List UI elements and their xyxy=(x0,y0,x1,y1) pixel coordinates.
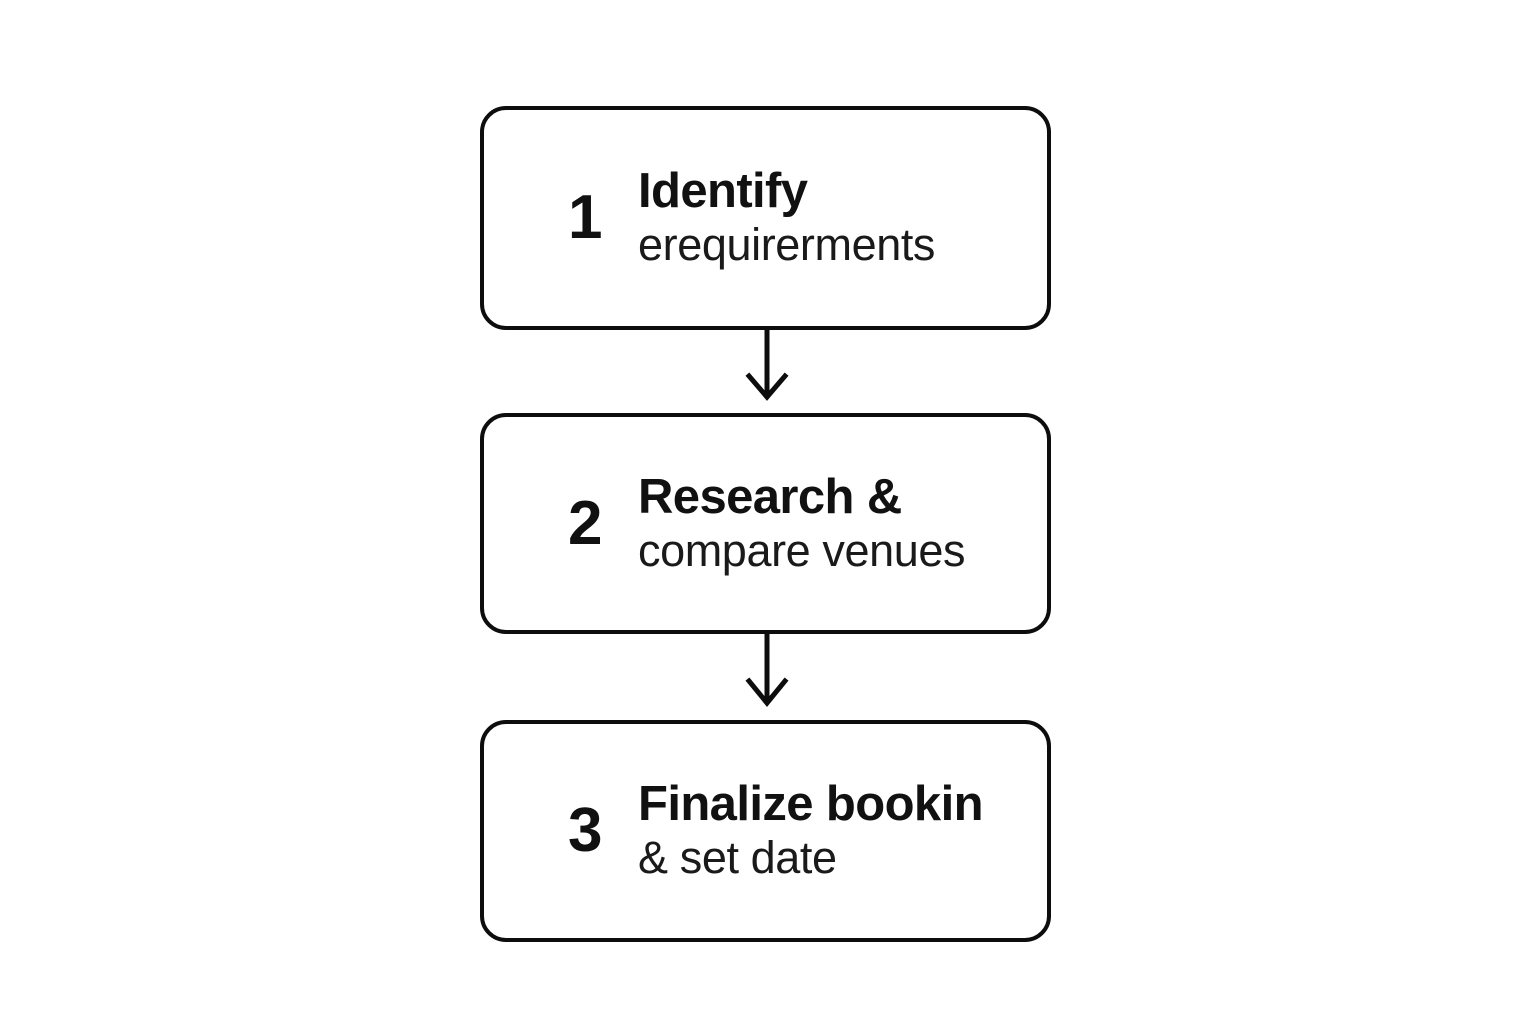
connector-arrow-2-to-3 xyxy=(736,632,798,708)
step-title-3: Finalize bookin xyxy=(638,777,984,832)
step-number-3: 3 xyxy=(568,796,602,865)
flow-step-1[interactable]: 1 Identify erequirerments xyxy=(480,106,1051,330)
step-text-block-2: Research & compare venues xyxy=(638,469,1047,576)
step-title-2: Research & xyxy=(638,469,902,524)
step-subtitle-1: erequirerments xyxy=(638,219,936,271)
down-arrow-icon xyxy=(745,632,789,707)
step-title-1: Identify xyxy=(638,164,808,219)
flow-step-2[interactable]: 2 Research & compare venues xyxy=(480,413,1051,634)
flow-step-3[interactable]: 3 Finalize bookin & set date xyxy=(480,720,1051,942)
step-number-1: 1 xyxy=(568,183,602,252)
step-subtitle-3: & set date xyxy=(638,832,837,884)
step-text-block-1: Identify erequirerments xyxy=(638,165,1047,270)
step-subtitle-2: compare venues xyxy=(638,524,966,576)
step-number-2: 2 xyxy=(568,488,602,558)
connector-arrow-1-to-2 xyxy=(736,328,798,402)
down-arrow-icon xyxy=(745,328,789,401)
step-text-block-3: Finalize bookin & set date xyxy=(638,778,1047,883)
